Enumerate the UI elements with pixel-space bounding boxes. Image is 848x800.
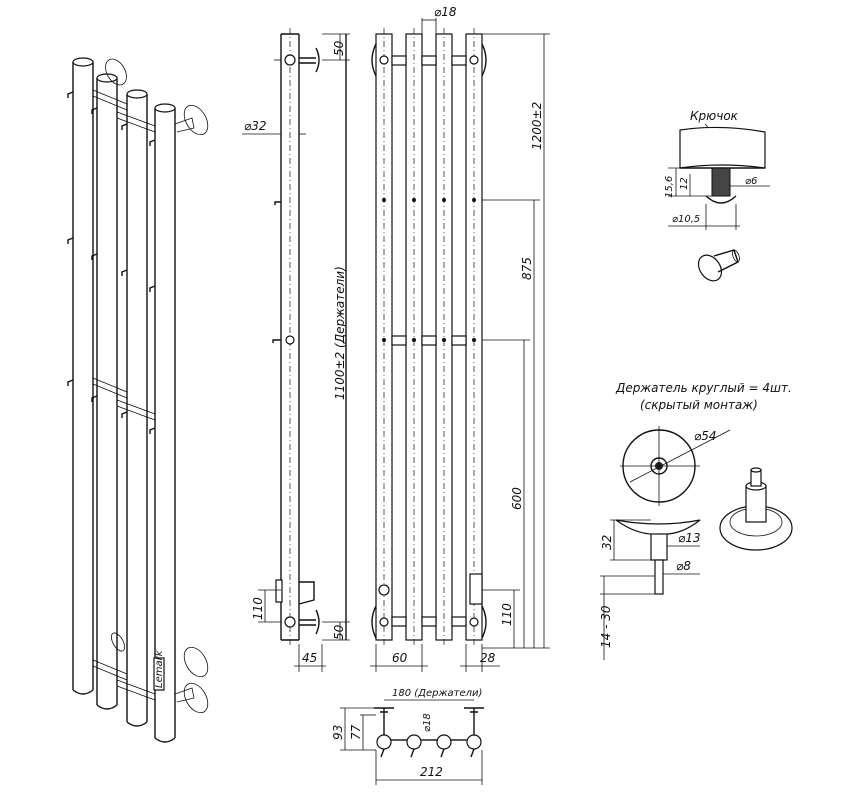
dim-45: 45 <box>302 651 317 665</box>
holder-detail: Держатель круглый = 4шт. (скрытый монтаж… <box>599 381 793 660</box>
top-view: 180 (Держатели) ⌀18 93 77 212 <box>331 688 484 785</box>
iso-tube-2 <box>96 73 118 710</box>
dim-1200: 1200±2 <box>530 102 544 150</box>
dim-93: 93 <box>331 725 345 740</box>
hook-dim-15-6: 15,6 <box>664 176 675 198</box>
hook-d10-5: ⌀10,5 <box>672 214 700 225</box>
dim-180: 180 (Держатели) <box>392 688 482 699</box>
holder-title-1: Держатель круглый = 4шт. <box>615 381 792 395</box>
front-view: ⌀18 1200±2 875 600 110 60 28 <box>370 5 550 672</box>
side-view: 50 ⌀32 1100±2 (Держатели) 110 50 45 <box>242 28 350 672</box>
iso-tube-1 <box>72 57 94 695</box>
holder-d8: ⌀8 <box>676 559 691 573</box>
hook-detail: Крючок 15,6 12 ⌀6 ⌀10,5 <box>664 109 770 282</box>
hook-title: Крючок <box>690 109 739 123</box>
dim-50-bottom: 50 <box>332 624 346 640</box>
hook-dim-12: 12 <box>679 177 690 190</box>
iso-tube-3 <box>126 89 148 727</box>
iso-tube-4 <box>154 103 176 743</box>
dim-28: 28 <box>480 651 496 665</box>
dim-d18-top: ⌀18 <box>434 5 457 19</box>
brand-label: Lemark <box>154 649 165 688</box>
dim-77: 77 <box>349 724 363 740</box>
hook-d6: ⌀6 <box>745 176 757 187</box>
dim-d18-bottom: ⌀18 <box>422 713 433 732</box>
dim-1100: 1100±2 (Держатели) <box>333 266 347 400</box>
holder-title-2: (скрытый монтаж) <box>640 398 758 412</box>
dim-d32: ⌀32 <box>244 119 267 133</box>
holder-dim-32: 32 <box>600 535 614 550</box>
dim-110-left: 110 <box>251 597 265 620</box>
holder-d54: ⌀54 <box>694 429 717 443</box>
holder-dim-14-30: 14 - 30 <box>599 605 613 648</box>
dim-110-right: 110 <box>500 603 514 626</box>
dim-60: 60 <box>392 651 408 665</box>
isometric-view: Lemark <box>67 57 209 743</box>
iso-hooks <box>67 91 156 434</box>
dim-600: 600 <box>510 487 524 510</box>
dim-875: 875 <box>520 257 534 280</box>
holder-d13: ⌀13 <box>678 531 701 545</box>
dim-50-top: 50 <box>332 40 346 56</box>
dim-212: 212 <box>420 765 443 779</box>
